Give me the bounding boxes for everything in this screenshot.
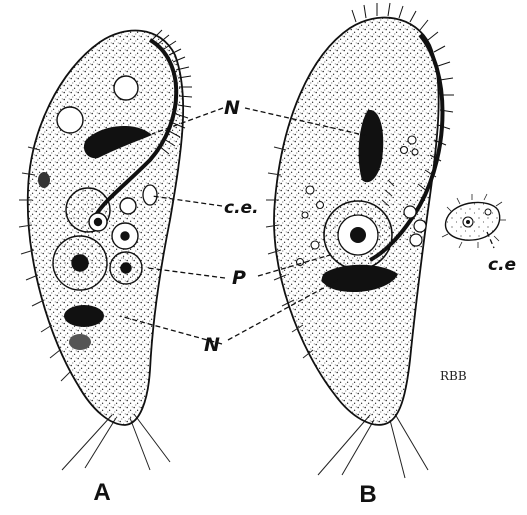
detached-contractile-vacuole [442, 194, 506, 248]
caption-a: A [93, 479, 110, 506]
artist-signature: RBB [440, 369, 467, 383]
label-nucleus-upper: N [224, 97, 240, 119]
organism-a-vacuole [57, 107, 83, 133]
organism-a-granule [38, 172, 50, 188]
caption-b: B [359, 481, 376, 508]
organism-a-nucleus-lower [64, 305, 104, 327]
organism-b-food-vacuole-core [350, 227, 366, 243]
organism-a-contractile-vacuole [143, 185, 157, 205]
organism-a-vacuole [114, 76, 138, 100]
organism-a [19, 30, 192, 470]
label-contractile-vacuole-right: c.e [488, 255, 516, 275]
organism-b [266, 3, 454, 478]
label-p: P [232, 267, 246, 289]
label-contractile-vacuole-left: c.e. [224, 198, 259, 218]
organism-a-granule [69, 334, 91, 350]
label-nucleus-lower: N [204, 334, 220, 356]
